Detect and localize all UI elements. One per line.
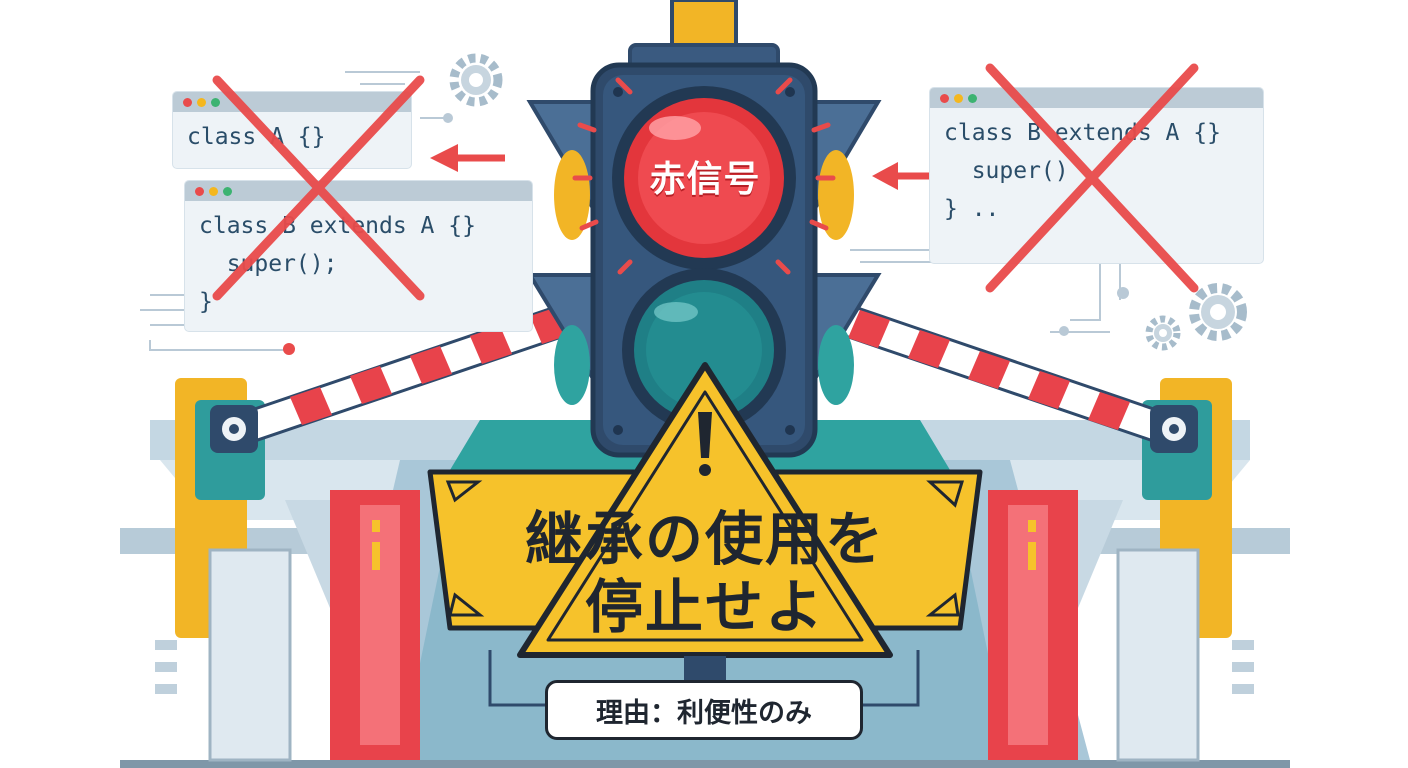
window-dot-icon xyxy=(223,186,232,196)
reason-label: 理由：利便性のみ xyxy=(545,680,863,740)
reason-connectors xyxy=(488,650,920,707)
reason-text: 理由：利便性のみ xyxy=(596,697,812,729)
left-gate xyxy=(175,378,420,762)
exclamation-icon xyxy=(698,412,712,476)
cross-out-icon xyxy=(212,75,425,301)
window-dot-icon xyxy=(968,93,977,103)
code-window-subclass: class B extends A {} super();} xyxy=(185,181,532,331)
code-line: super() xyxy=(944,158,1069,184)
gear-icon xyxy=(1145,315,1181,351)
barrier-left xyxy=(210,300,585,453)
window-dot-icon xyxy=(940,93,949,103)
gear-icon xyxy=(1189,283,1247,341)
circuit-lines xyxy=(140,71,1129,355)
code-window-base-class: class A {} xyxy=(173,92,411,168)
window-dot-icon xyxy=(954,93,963,103)
window-dot-icon xyxy=(183,97,192,107)
code-line: } xyxy=(199,289,213,315)
code-line: class B extends A {} xyxy=(199,213,476,239)
arrow-left-icon xyxy=(430,144,505,172)
traffic-light xyxy=(526,43,882,458)
traffic-light-label: 赤信号 xyxy=(649,159,761,200)
window-dot-icon xyxy=(211,97,220,107)
warning-sign-line-2: 停止せよ xyxy=(584,573,825,641)
window-dot-icon xyxy=(195,186,204,196)
code-window-right: class B extends A {} super()} .. xyxy=(930,88,1263,263)
warning-sign-line-1: 継承の使用を xyxy=(524,505,885,573)
code-text: class B extends A {} super();} xyxy=(185,201,532,321)
code-line: } .. xyxy=(944,196,1000,222)
cross-out-icon xyxy=(985,63,1199,293)
window-titlebar xyxy=(185,181,532,201)
window-dot-icon xyxy=(209,186,218,196)
gear-icon xyxy=(449,53,503,107)
window-dot-icon xyxy=(197,97,206,107)
side-marks xyxy=(155,640,1254,694)
warning-sign xyxy=(427,362,983,682)
